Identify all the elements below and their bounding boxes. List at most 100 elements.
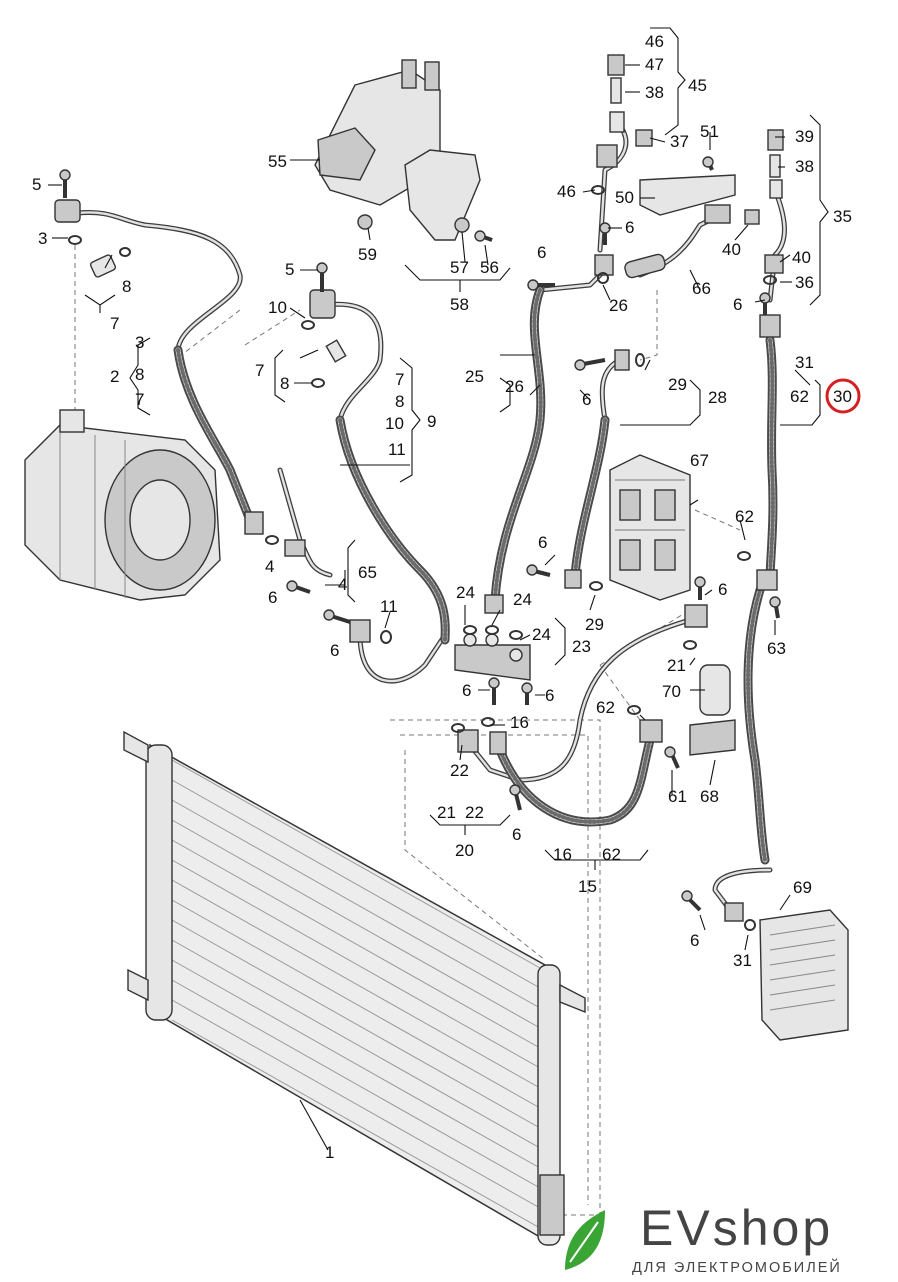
label-9-sub-8: 8 (395, 392, 404, 411)
label-2: 2 (110, 367, 119, 386)
label-36: 36 (795, 273, 814, 292)
brand-tagline: ДЛЯ ЭЛЕКТРОМОБИЛЕЙ (632, 1258, 842, 1276)
leader-lines (48, 27, 829, 1151)
label-6-top: 6 (537, 243, 546, 262)
label-20: 20 (455, 841, 474, 860)
label-68: 68 (700, 787, 719, 806)
label-50: 50 (615, 188, 634, 207)
label-1: 1 (325, 1143, 334, 1162)
brand-name: EVshop (640, 1200, 833, 1256)
label-28: 28 (708, 388, 727, 407)
label-51: 51 (700, 122, 719, 141)
label-23: 23 (572, 637, 591, 656)
label-58: 58 (450, 295, 469, 314)
label-6-left-mid: 6 (538, 533, 547, 552)
label-9-sub-10: 10 (385, 414, 404, 433)
label-29b: 29 (585, 615, 604, 634)
label-40b: 40 (792, 248, 811, 267)
label-11: 11 (380, 597, 398, 616)
label-2-sub-7: 7 (135, 390, 144, 409)
hoses (173, 285, 778, 865)
label-21b: 21 (667, 656, 686, 675)
label-6-28: 6 (582, 390, 591, 409)
label-37: 37 (670, 132, 689, 151)
label-56: 56 (480, 258, 499, 277)
label-31a: 31 (795, 353, 814, 372)
label-2-sub-3: 3 (135, 333, 144, 352)
label-26a: 26 (609, 296, 628, 315)
label-30: 30 (833, 387, 852, 406)
label-6-69: 6 (690, 931, 699, 950)
label-4b: 4 (338, 575, 347, 594)
label-22a: 22 (450, 761, 469, 780)
label-6-67: 6 (718, 580, 727, 599)
label-6-20: 6 (512, 825, 521, 844)
reference-lines (74, 149, 741, 1216)
label-16a: 16 (510, 713, 529, 732)
label-47: 47 (645, 55, 664, 74)
label-24a: 24 (456, 583, 475, 602)
label-35: 35 (833, 207, 852, 226)
label-63: 63 (767, 639, 786, 658)
label-6-right: 6 (733, 295, 742, 314)
label-21a: 21 (437, 803, 456, 822)
o-rings (68, 185, 777, 931)
label-59: 59 (358, 245, 377, 264)
label-15: 15 (578, 877, 597, 896)
label-46a: 46 (645, 32, 664, 51)
label-9-sub-11: 11 (388, 440, 406, 459)
brand-logo: EVshop ДЛЯ ЭЛЕКТРОМОБИЛЕЙ (565, 1200, 842, 1276)
label-2-sub-8: 8 (135, 365, 144, 384)
label-67: 67 (690, 451, 709, 470)
label-25: 25 (465, 367, 484, 386)
label-65: 65 (358, 563, 377, 582)
label-5: 5 (32, 175, 41, 194)
label-7-mid: 7 (255, 361, 264, 380)
label-55: 55 (268, 152, 287, 171)
label-62c: 62 (596, 698, 615, 717)
label-9-sub-7: 7 (395, 370, 404, 389)
label-7: 7 (110, 314, 119, 333)
label-6-23b: 6 (545, 686, 554, 705)
label-38a: 38 (645, 83, 664, 102)
label-29a: 29 (668, 375, 687, 394)
label-38b: 38 (795, 157, 814, 176)
label-9: 9 (427, 412, 436, 431)
label-70: 70 (662, 682, 681, 701)
fittings (54, 54, 849, 1041)
label-3: 3 (38, 229, 47, 248)
label-8-mid: 8 (280, 374, 289, 393)
label-16b: 16 (553, 845, 572, 864)
label-62b: 62 (735, 507, 754, 526)
condenser (123, 730, 586, 1246)
label-61: 61 (668, 787, 687, 806)
label-24b: 24 (513, 590, 532, 609)
label-6-26: 6 (625, 218, 634, 237)
label-45: 45 (688, 76, 707, 95)
label-6-23: 6 (462, 681, 471, 700)
label-62d: 62 (602, 845, 621, 864)
bolts (59, 156, 781, 912)
label-4a: 4 (265, 557, 274, 576)
reservoir-assembly (314, 59, 493, 242)
label-6-center: 6 (330, 641, 339, 660)
label-40a: 40 (722, 240, 741, 259)
label-10: 10 (268, 298, 287, 317)
compressor (24, 409, 221, 601)
label-5b: 5 (285, 260, 294, 279)
label-24c: 24 (532, 625, 551, 644)
label-31b: 31 (733, 951, 752, 970)
label-39: 39 (795, 127, 814, 146)
highlight-ring (825, 378, 861, 414)
callouts: 1 5 3 8 7 2 3 8 7 5 10 7 8 7 8 10 9 11 4… (32, 32, 861, 1162)
label-62a: 62 (790, 387, 809, 406)
label-8: 8 (122, 277, 131, 296)
label-26b: 26 (505, 377, 524, 396)
label-46b: 46 (557, 182, 576, 201)
label-6-comp: 6 (268, 588, 277, 607)
label-22b: 22 (465, 803, 484, 822)
label-66: 66 (692, 279, 711, 298)
label-69: 69 (793, 878, 812, 897)
